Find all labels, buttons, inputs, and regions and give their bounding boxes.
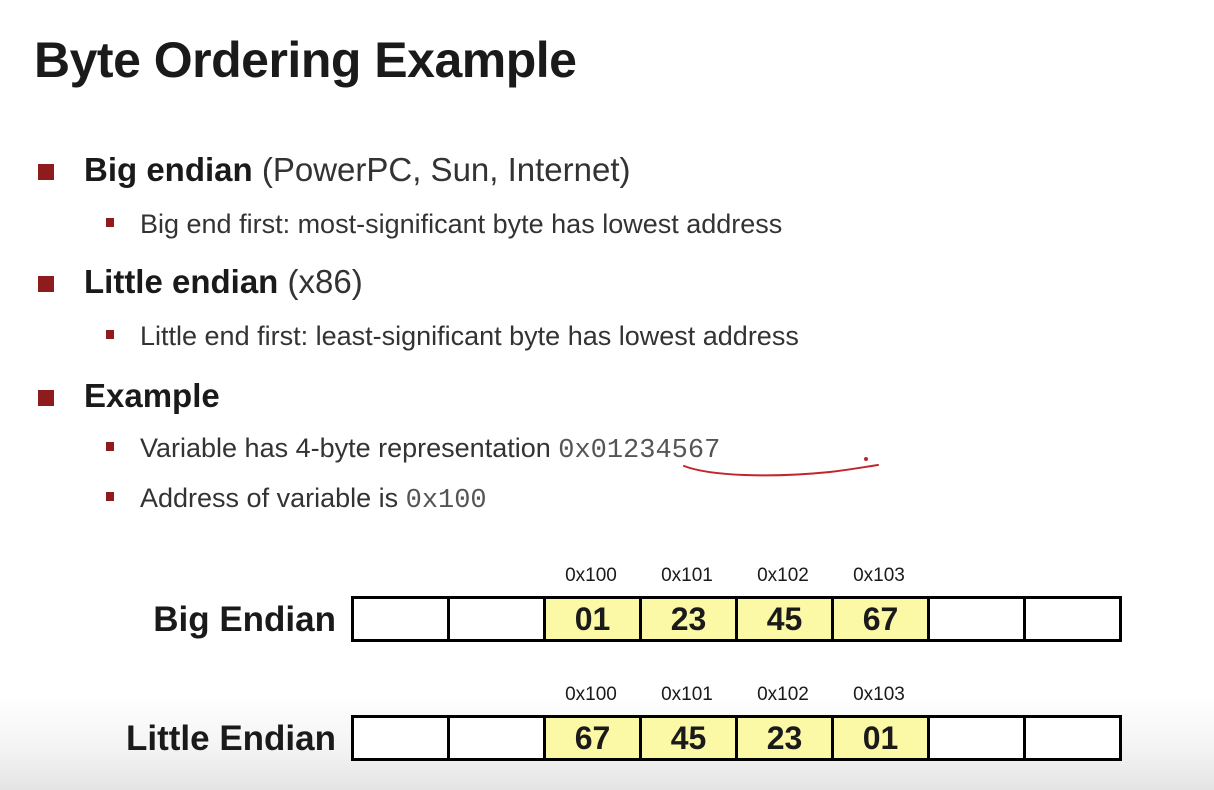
sub-bullet-square-icon — [106, 442, 114, 451]
memory-cell — [930, 599, 1026, 639]
example-value: 0x01234567 — [558, 436, 721, 466]
big-endian-memory-row: 01 23 45 67 — [351, 596, 1122, 642]
sub-bullet-square-icon — [106, 218, 114, 227]
sub-bullet-representation: Variable has 4-byte representation 0x012… — [140, 431, 720, 468]
memory-cell: 45 — [738, 599, 834, 639]
memory-cell: 23 — [642, 599, 738, 639]
address-label: 0x100 — [565, 684, 617, 705]
memory-cell: 67 — [834, 599, 930, 639]
memory-cell: 01 — [834, 718, 930, 758]
sub-bullet-big-endian: Big end first: most-significant byte has… — [140, 209, 783, 239]
address-label: 0x102 — [757, 684, 809, 705]
sub-bullet-address: Address of variable is 0x100 — [140, 481, 487, 518]
bullet-example-head: Example — [84, 377, 220, 414]
bullet-square-icon — [38, 164, 54, 180]
memory-cell — [354, 599, 450, 639]
handwritten-underline — [683, 457, 879, 477]
memory-cell — [450, 599, 546, 639]
address-label: 0x102 — [757, 565, 809, 586]
slide-title: Byte Ordering Example — [34, 32, 577, 88]
bullet-big-endian-rest: (PowerPC, Sun, Internet) — [252, 151, 631, 188]
memory-cell — [930, 718, 1026, 758]
bullet-square-icon — [38, 276, 54, 292]
memory-cell — [354, 718, 450, 758]
address-label: 0x101 — [661, 565, 713, 586]
address-label: 0x101 — [661, 684, 713, 705]
representation-text: Variable has 4-byte representation — [140, 433, 559, 463]
sub-bullet-square-icon — [106, 330, 114, 339]
memory-cell: 45 — [642, 718, 738, 758]
bullet-big-endian: Big endian (PowerPC, Sun, Internet) — [84, 150, 631, 190]
address-text: Address of variable is — [140, 483, 406, 513]
bullet-square-icon — [38, 390, 54, 406]
bullet-example: Example — [84, 376, 220, 416]
memory-cell: 01 — [546, 599, 642, 639]
little-endian-memory-row: 67 45 23 01 — [351, 715, 1122, 761]
address-label: 0x100 — [565, 565, 617, 586]
example-address: 0x100 — [405, 486, 487, 516]
memory-cell: 23 — [738, 718, 834, 758]
memory-cell: 67 — [546, 718, 642, 758]
bullet-little-endian: Little endian (x86) — [84, 262, 363, 302]
bullet-big-endian-head: Big endian — [84, 151, 253, 188]
address-label: 0x103 — [853, 684, 905, 705]
bullet-little-endian-rest: (x86) — [278, 263, 363, 300]
big-endian-label: Big Endian — [153, 600, 336, 639]
memory-cell — [450, 718, 546, 758]
memory-cell — [1026, 599, 1122, 639]
little-endian-label: Little Endian — [126, 719, 336, 758]
address-label: 0x103 — [853, 565, 905, 586]
bullet-little-endian-head: Little endian — [84, 263, 279, 300]
sub-bullet-square-icon — [106, 492, 114, 501]
sub-bullet-little-endian: Little end first: least-significant byte… — [140, 321, 799, 351]
memory-cell — [1026, 718, 1122, 758]
